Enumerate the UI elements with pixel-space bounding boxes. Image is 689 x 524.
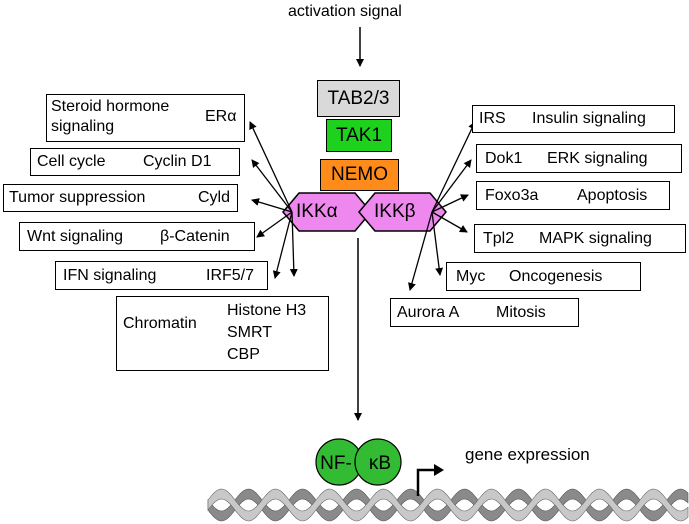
nemo-box: NEMO — [320, 159, 399, 191]
left-arrows — [249, 121, 298, 279]
target-box-wnt: Wnt signaling β-Catenin — [19, 222, 255, 251]
target-label: Aurora A — [397, 304, 460, 321]
target-label: Dok1 — [485, 150, 523, 167]
target-box-steroid: Steroid hormone signaling ERα — [46, 94, 245, 142]
target-label: CBP — [227, 346, 260, 363]
tak1-box: TAK1 — [326, 119, 392, 152]
target-box-irs: IRS Insulin signaling — [472, 105, 675, 133]
target-label: SMRT — [227, 324, 273, 341]
pathway-label: Wnt signaling — [27, 228, 124, 245]
ikk-beta-hexagon — [358, 192, 447, 232]
dna-helix — [207, 488, 689, 522]
pathway-label: Cell cycle — [37, 153, 106, 170]
target-label: Cyld — [198, 189, 231, 206]
right-arrows — [408, 121, 476, 291]
target-label: IRS — [479, 110, 506, 127]
pathway-label: Insulin signaling — [532, 110, 646, 127]
target-box-aurora: Aurora A Mitosis — [390, 298, 579, 327]
pathway-label: Tumor suppression — [9, 189, 146, 206]
pathway-label: Apoptosis — [577, 187, 648, 204]
gene-expression-label: gene expression — [465, 445, 590, 464]
target-box-tpl2: Tpl2 MAPK signaling — [474, 224, 686, 253]
target-box-chromatin: Chromatin Histone H3 SMRT CBP — [116, 296, 329, 371]
nfkb-label-right: κB — [369, 453, 391, 474]
target-label: Tpl2 — [483, 230, 515, 247]
pathway-label: signaling — [51, 118, 115, 135]
target-label: IRF5/7 — [206, 267, 255, 284]
pathway-label: MAPK signaling — [539, 230, 652, 247]
pathway-label: ERK signaling — [547, 150, 648, 167]
target-box-dok1: Dok1 ERK signaling — [476, 144, 682, 173]
pathway-label: Oncogenesis — [509, 268, 603, 285]
tab23-box: TAB2/3 — [317, 80, 400, 117]
activation-signal-label: activation signal — [288, 3, 402, 20]
pathway-label: IFN signaling — [63, 267, 157, 284]
target-box-ifn: IFN signaling IRF5/7 — [55, 261, 268, 290]
target-label: Cyclin D1 — [143, 153, 212, 170]
transcription-start-arrow — [416, 468, 436, 496]
target-label: ERα — [205, 108, 237, 125]
target-box-tumor: Tumor suppression Cyld — [3, 184, 238, 212]
pathway-label: Steroid hormone — [51, 98, 170, 115]
pathway-label: Chromatin — [123, 315, 197, 332]
nfkb-label-left: NF- — [320, 453, 352, 474]
target-label: β-Catenin — [160, 228, 230, 245]
nfkb-right-circle — [354, 438, 402, 486]
target-label: Histone H3 — [227, 302, 307, 319]
ikk-alpha-label: IKKα — [296, 201, 338, 222]
ikk-beta-label: IKKβ — [374, 201, 416, 222]
target-box-cell-cycle: Cell cycle Cyclin D1 — [30, 148, 240, 176]
target-label: Foxo3a — [485, 187, 539, 204]
target-box-foxo3a: Foxo3a Apoptosis — [476, 181, 670, 210]
pathway-label: Mitosis — [496, 304, 546, 321]
target-box-myc: Myc Oncogenesis — [446, 262, 641, 291]
target-label: Myc — [456, 268, 486, 285]
